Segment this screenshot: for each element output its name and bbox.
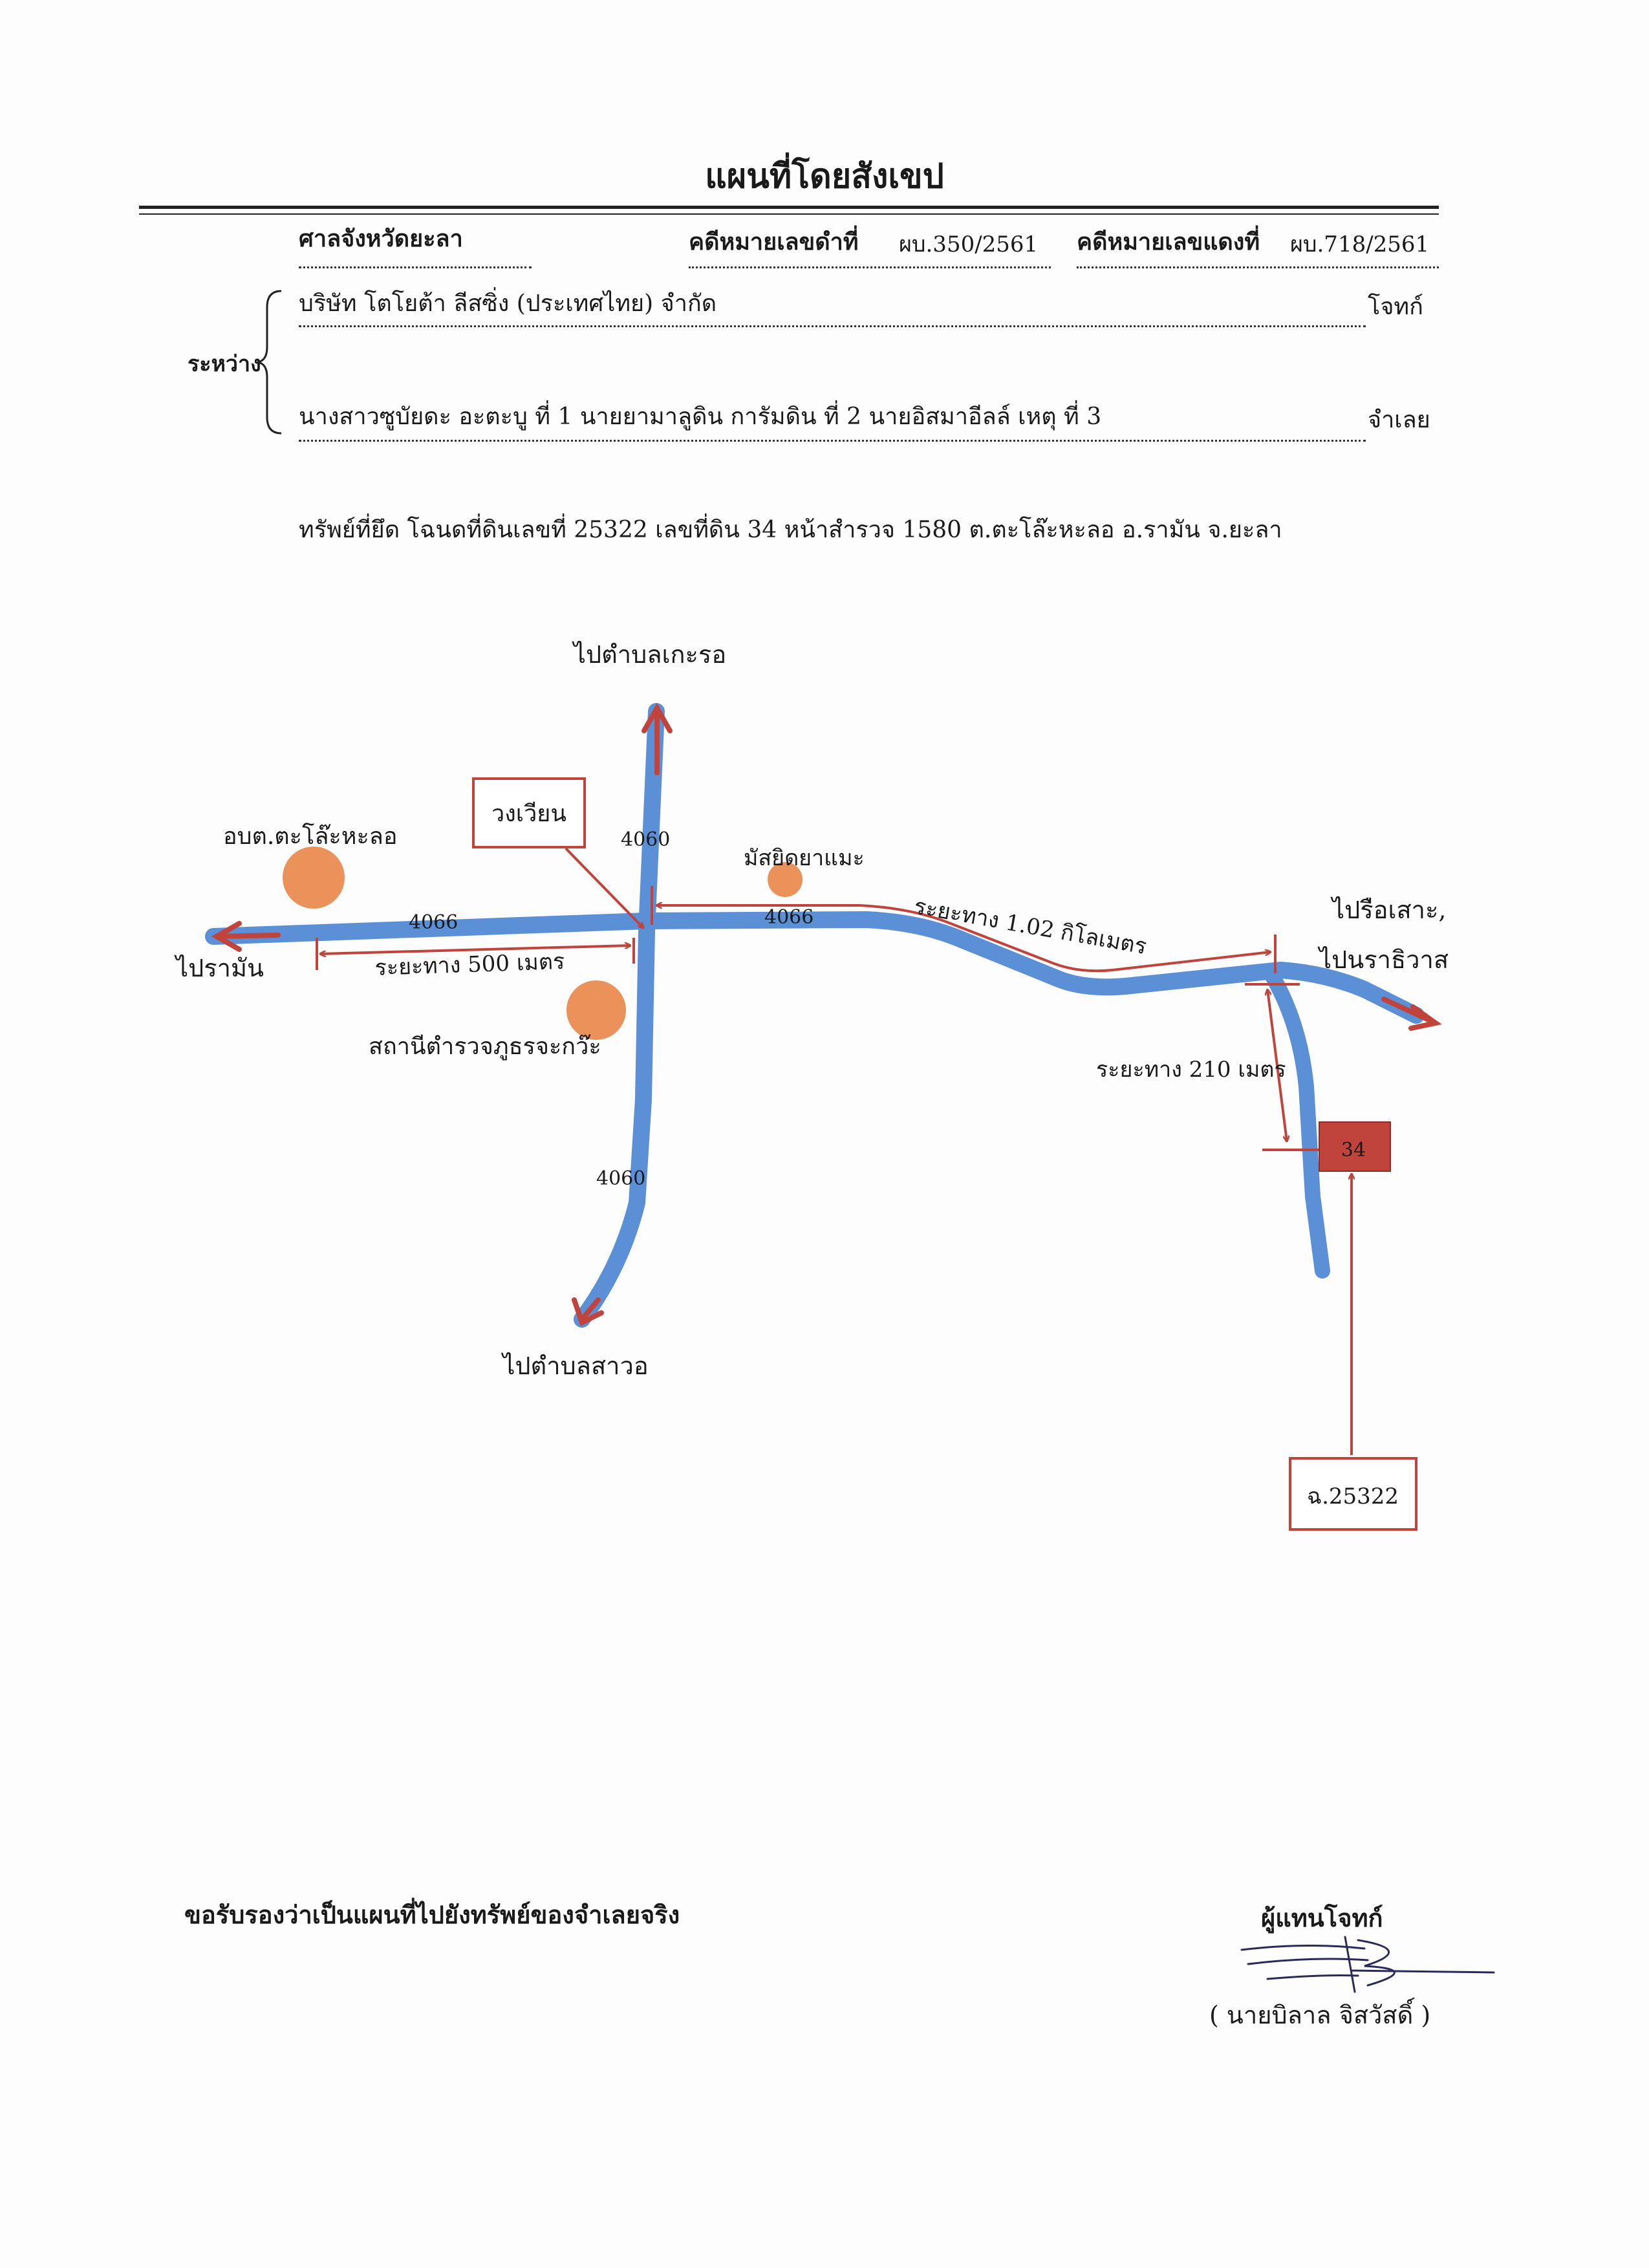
- title-rule-thin: [139, 213, 1439, 215]
- plaintiff-name: บริษัท โตโยต้า ลีสซิ่ง (ประเทศไทย) จำกัด: [299, 290, 717, 317]
- page-title: แผนที่โดยสังเขป: [705, 157, 944, 196]
- roundabout-label: วงเวียน: [491, 801, 566, 827]
- black-case-label: คดีหมายเลขดำที่: [689, 228, 859, 255]
- police-station-marker: [566, 980, 626, 1040]
- road-4066-east-label: 4066: [764, 906, 814, 929]
- arrow-south-icon: [572, 1297, 604, 1326]
- seized-property: ทรัพย์ที่ยึด โฉนดที่ดินเลขที่ 25322 เลขท…: [299, 517, 1282, 543]
- sao-office-label: อบต.ตะโล๊ะหะลอ: [223, 823, 398, 850]
- deed-label: ฉ.25322: [1307, 1484, 1399, 1509]
- road-4066-west-label: 4066: [409, 911, 458, 934]
- police-station-label: สถานีตำรวจภูธรจะกว๊ะ: [369, 1033, 601, 1061]
- distance-210m-label: ระยะทาง 210 เมตร: [1096, 1057, 1286, 1083]
- defendant-names: นางสาวซูบัยดะ อะตะบู ที่ 1 นายยามาลูดิน …: [299, 404, 1102, 430]
- title-rule-thick: [139, 206, 1439, 209]
- sao-office-marker: [283, 847, 345, 909]
- certification-text: ขอรับรองว่าเป็นแผนที่ไปยังทรัพย์ของจำเลย…: [184, 1900, 680, 1929]
- between-label: ระหว่าง: [188, 351, 261, 377]
- plaintiff-role: โจทก์: [1368, 294, 1423, 320]
- parcel-34-box: [1319, 1121, 1391, 1172]
- black-case-underline: [689, 266, 1051, 268]
- red-case-number: ผบ.718/2561: [1290, 232, 1430, 257]
- to-west-label: ไปรามัน: [174, 954, 264, 982]
- red-case-underline: [1077, 266, 1439, 268]
- plaintiff-representative-name: ( นายบิลาล จิสวัสดิ์ ): [1209, 2001, 1431, 2029]
- to-east-label-1: ไปรือเสาะ,: [1330, 896, 1446, 924]
- court-underline: [299, 266, 532, 268]
- arrow-east-icon: [1381, 997, 1442, 1031]
- distance-210m-marker: [1245, 983, 1324, 1151]
- roundabout-pointer: [565, 847, 643, 928]
- court-name: ศาลจังหวัดยะลา: [299, 225, 463, 252]
- signature: [1240, 1936, 1495, 1993]
- road-4060-north-label: 4060: [621, 828, 670, 851]
- to-north-label: ไปตำบลเกะรอ: [572, 640, 726, 669]
- mosque-label: มัสยิดยาแมะ: [744, 845, 865, 871]
- defendant-role: จำเลย: [1368, 407, 1430, 433]
- mosque-marker: [768, 862, 803, 897]
- to-east-label-2: ไปนราธิวาส: [1317, 945, 1449, 974]
- red-case-label: คดีหมายเลขแดงที่: [1077, 228, 1260, 255]
- road-branch-south: [1263, 966, 1330, 1279]
- distance-500m-label: ระยะทาง 500 เมตร: [374, 949, 565, 981]
- parcel-34-label: 34: [1341, 1139, 1366, 1161]
- to-south-label: ไปตำบลสาวอ: [501, 1352, 648, 1380]
- black-case-number: ผบ.350/2561: [899, 232, 1039, 257]
- roundabout-label-box: [472, 777, 586, 848]
- distance-500m-marker: [316, 938, 635, 970]
- arrow-west-icon: [211, 921, 281, 952]
- deed-label-box: [1289, 1457, 1417, 1531]
- party-brace: [257, 290, 282, 435]
- plaintiff-representative-label: ผู้แทนโจทก์: [1261, 1903, 1383, 1932]
- distance-1-02km-marker: [651, 886, 1277, 973]
- road-4060-south-label: 4060: [596, 1167, 645, 1190]
- plaintiff-underline: [299, 325, 1366, 327]
- defendant-underline: [299, 440, 1366, 442]
- arrow-north-icon: [641, 702, 673, 775]
